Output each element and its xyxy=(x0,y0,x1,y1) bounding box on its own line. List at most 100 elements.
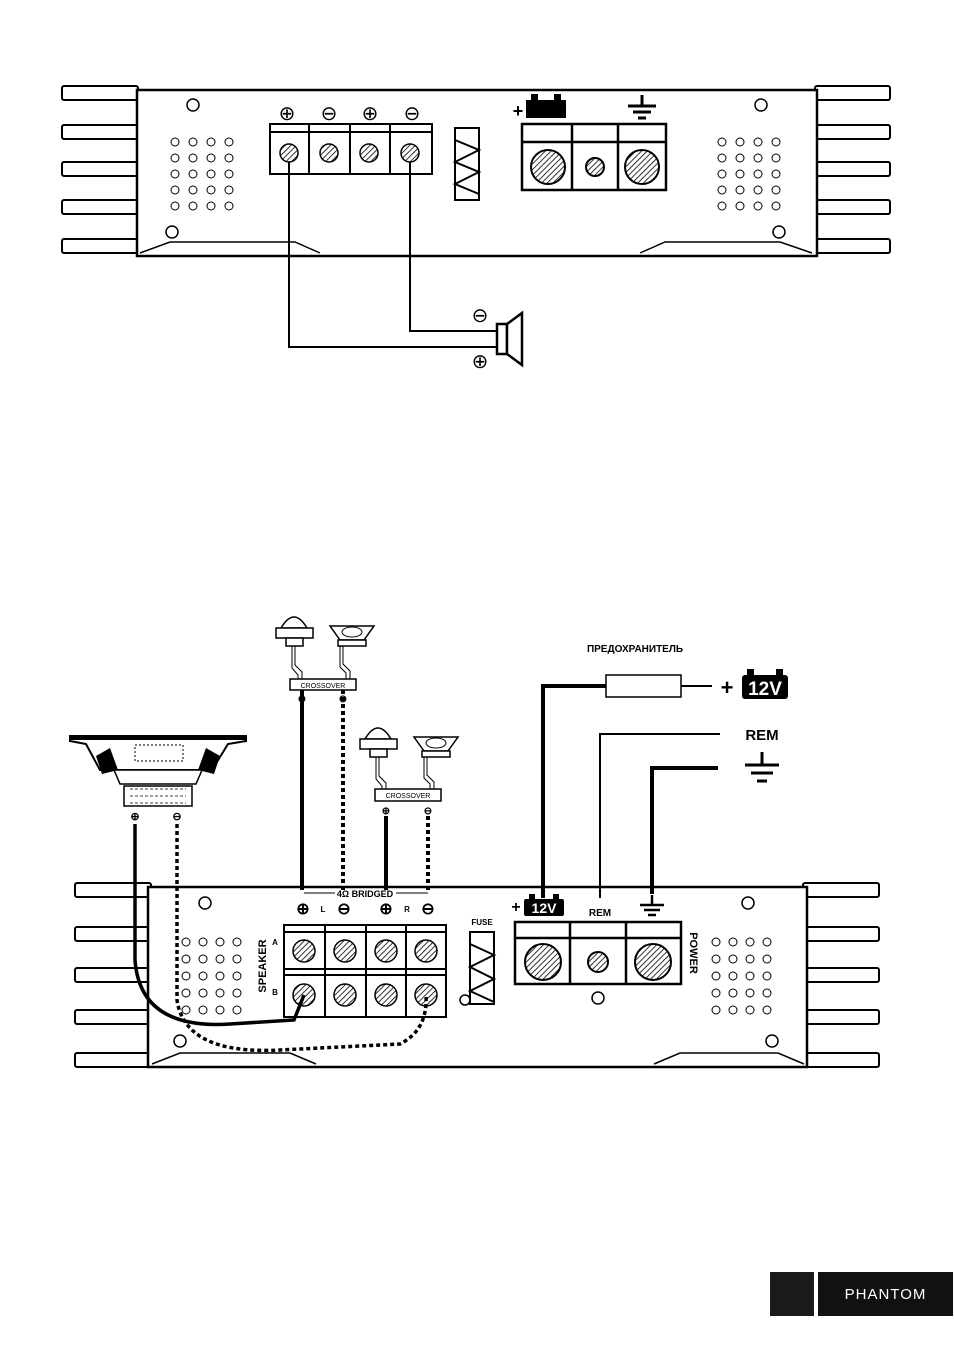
vent-hole xyxy=(199,989,207,997)
vent-hole xyxy=(736,202,744,210)
bridged-label: 4Ω BRIDGED xyxy=(337,889,394,899)
woofer-plus-sign: ⊕ xyxy=(130,811,139,823)
vent-hole xyxy=(171,186,179,194)
vent-hole xyxy=(225,138,233,146)
vent-hole xyxy=(712,955,720,963)
vent-hole xyxy=(225,170,233,178)
vent-hole xyxy=(746,989,754,997)
fuse-icon xyxy=(455,128,479,200)
vent-hole xyxy=(216,989,224,997)
vent-hole xyxy=(754,186,762,194)
vent-hole xyxy=(171,154,179,162)
set2-plus: ⊕ xyxy=(382,806,390,817)
top-term-sign-2: ⊖ xyxy=(321,103,338,125)
vent-hole xyxy=(189,202,197,210)
vent-hole xyxy=(233,938,241,946)
vent-hole xyxy=(189,154,197,162)
vent-hole xyxy=(763,938,771,946)
bottom-term-plus-r: ⊕ xyxy=(379,901,392,918)
crossover-label-1: CROSSOVER xyxy=(301,683,346,690)
vent-hole xyxy=(199,955,207,963)
vent-hole xyxy=(772,170,780,178)
bottom-fuse-icon xyxy=(470,932,494,1004)
row-b-label: B xyxy=(272,988,278,997)
vent-hole xyxy=(754,170,762,178)
terminal-12v-label: 12V xyxy=(532,900,558,916)
vent-hole xyxy=(763,972,771,980)
inline-fuse xyxy=(606,675,681,697)
channel-right-label: R xyxy=(404,905,410,914)
power-wiring xyxy=(543,686,720,898)
vent-hole xyxy=(736,186,744,194)
logo-initial: P xyxy=(845,1286,855,1303)
vent-hole xyxy=(216,955,224,963)
vent-hole xyxy=(207,154,215,162)
vent-hole xyxy=(233,955,241,963)
top-amplifier: ⊕ ⊖ ⊕ ⊖ + xyxy=(62,86,890,256)
vent-hole xyxy=(207,202,215,210)
vent-hole xyxy=(233,972,241,980)
vent-hole xyxy=(746,1006,754,1014)
vent-hole xyxy=(763,955,771,963)
vent-hole xyxy=(718,202,726,210)
set1-plus: ⊕ xyxy=(298,694,306,705)
vent-hole xyxy=(225,202,233,210)
bottom-term-plus-l: ⊕ xyxy=(296,901,309,918)
bottom-amplifier: SPEAKER A B 4Ω BRIDGED ⊕ L ⊖ ⊕ R ⊖ FUSE xyxy=(75,883,879,1067)
vent-hole xyxy=(718,186,726,194)
vent-hole xyxy=(772,202,780,210)
vent-hole xyxy=(736,170,744,178)
vent-hole xyxy=(216,1006,224,1014)
logo-text: HANTOM xyxy=(856,1286,927,1303)
speaker-vertical-label: SPEAKER xyxy=(257,939,269,992)
vent-hole xyxy=(207,170,215,178)
heat-fins-right xyxy=(815,86,890,253)
battery-plus-sign: + xyxy=(513,101,524,121)
vent-hole xyxy=(729,938,737,946)
vent-hole xyxy=(171,138,179,146)
vent-hole xyxy=(182,938,190,946)
fuse-label-ru: ПРЕДОХРАНИТЕЛЬ xyxy=(587,644,683,655)
vent-hole xyxy=(216,972,224,980)
woofer-speaker xyxy=(70,735,246,806)
speaker-plus-sign: ⊕ xyxy=(472,351,489,373)
speaker-icon xyxy=(497,313,522,365)
vent-hole xyxy=(729,989,737,997)
battery-plus: + xyxy=(721,675,734,700)
vent-hole xyxy=(171,202,179,210)
row-a-label: A xyxy=(272,938,278,947)
vent-hole xyxy=(199,972,207,980)
component-set-2-wiring xyxy=(386,816,428,890)
vent-hole xyxy=(225,186,233,194)
vent-hole xyxy=(233,1006,241,1014)
vent-hole xyxy=(718,154,726,162)
vent-hole xyxy=(182,955,190,963)
vent-hole xyxy=(746,955,754,963)
bottom-term-minus-l: ⊖ xyxy=(337,901,350,918)
vent-hole xyxy=(189,170,197,178)
component-set-2 xyxy=(360,728,458,801)
brand-logo: P HANTOM xyxy=(818,1272,953,1316)
power-vertical-label: POWER xyxy=(687,932,699,974)
crossover-label-2: CROSSOVER xyxy=(386,793,431,800)
vent-hole xyxy=(736,138,744,146)
vent-hole xyxy=(772,154,780,162)
fuse-box-label: FUSE xyxy=(471,918,493,927)
vent-hole xyxy=(746,938,754,946)
terminal-12v-plus: + xyxy=(511,899,520,916)
vent-hole xyxy=(712,989,720,997)
top-term-sign-3: ⊕ xyxy=(362,103,379,125)
top-term-sign-4: ⊖ xyxy=(404,103,421,125)
vent-hole xyxy=(182,989,190,997)
vent-hole xyxy=(182,1006,190,1014)
vent-hole xyxy=(754,154,762,162)
vent-hole xyxy=(754,202,762,210)
vent-hole xyxy=(712,972,720,980)
component-set-1-wiring xyxy=(302,690,343,890)
vent-hole xyxy=(199,938,207,946)
vent-hole xyxy=(189,186,197,194)
vent-hole xyxy=(712,1006,720,1014)
vent-hole xyxy=(718,170,726,178)
vent-hole xyxy=(772,138,780,146)
